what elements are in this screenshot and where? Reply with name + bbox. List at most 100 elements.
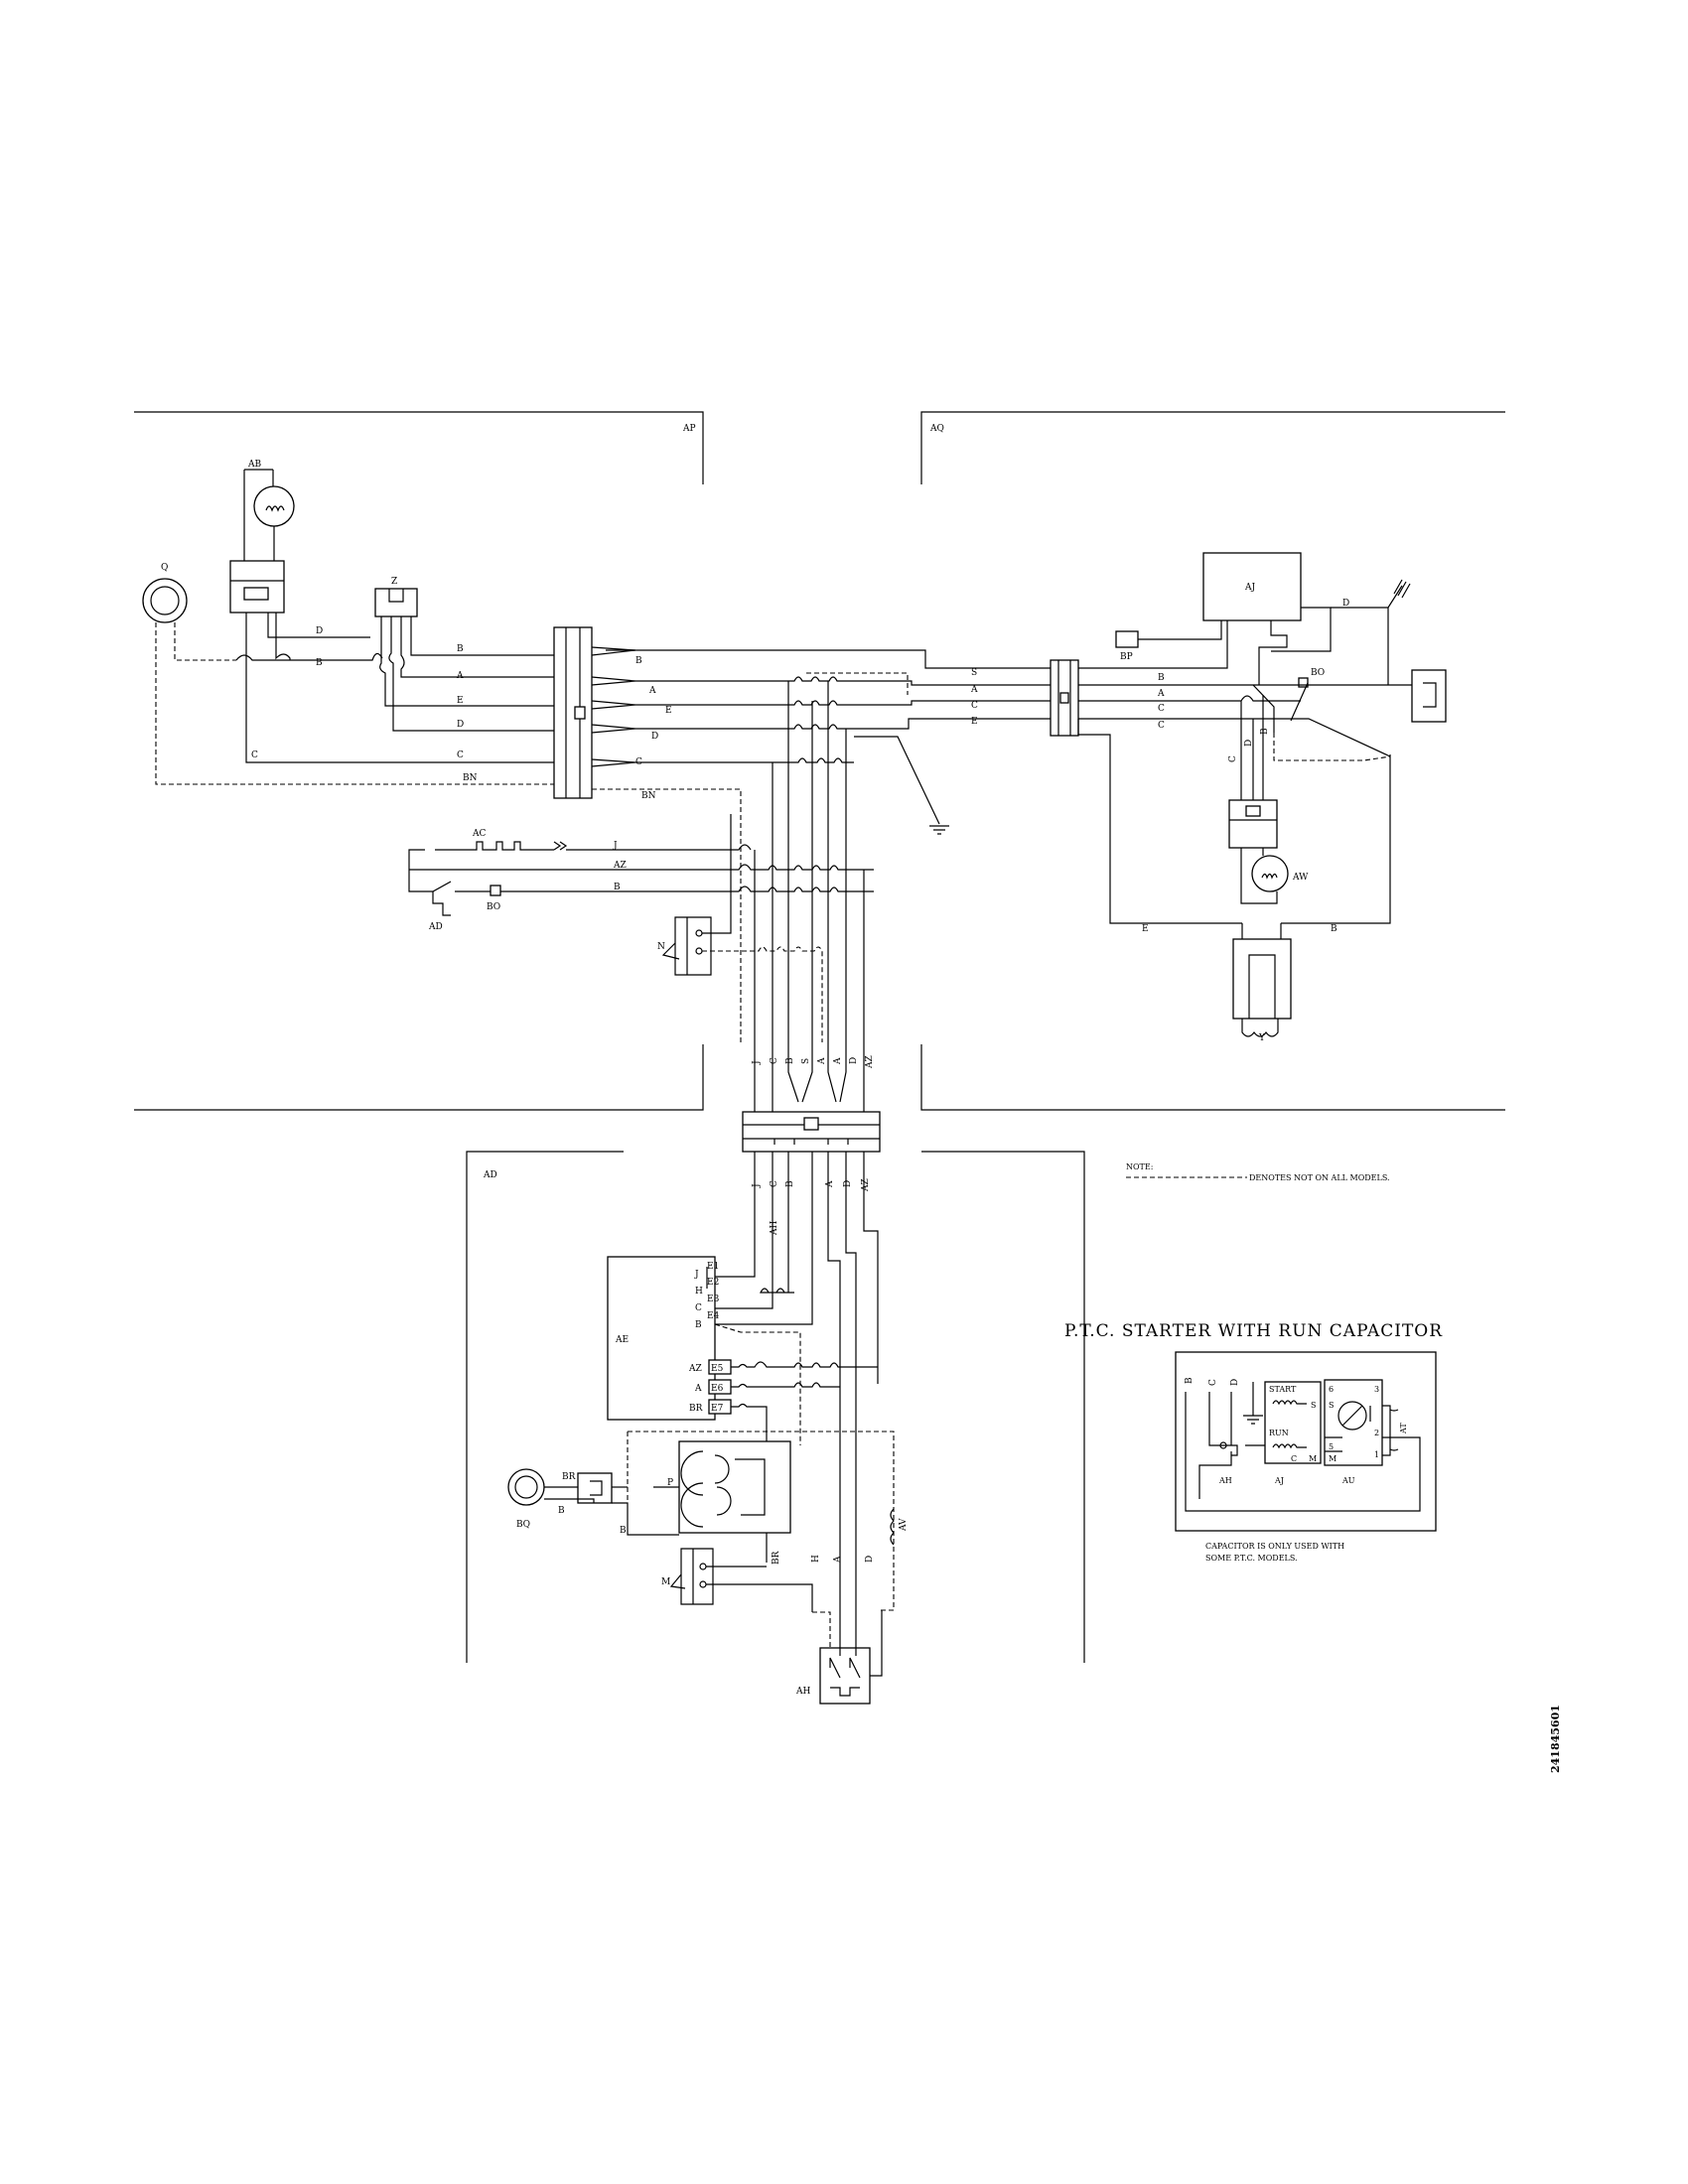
wire-label-e4: E <box>1142 924 1149 934</box>
ae-pin-c: C <box>695 1303 702 1313</box>
term-e6: E6 <box>711 1384 724 1394</box>
term-e7: E7 <box>711 1404 724 1414</box>
terminal-block-right <box>1050 659 1079 737</box>
label-ac: AC <box>472 829 486 839</box>
left-wiring <box>155 613 554 785</box>
wire-label-b9: B <box>785 1180 795 1187</box>
label-bo-right: BO <box>1311 668 1325 678</box>
wire-label-d3: D <box>651 732 658 742</box>
component-bo-right <box>1298 677 1309 688</box>
ptc-at-label: AT <box>1399 1423 1408 1434</box>
ptc-pin2: 2 <box>1374 1429 1379 1437</box>
label-n: N <box>657 942 665 952</box>
ae-pin-br: BR <box>689 1404 703 1414</box>
ptc-pin1: 1 <box>1374 1450 1379 1459</box>
wire-label-s2: S <box>801 1058 811 1064</box>
connector-z <box>374 588 418 617</box>
wire-label-d2: D <box>457 720 464 730</box>
note-label: NOTE: <box>1126 1162 1153 1171</box>
wire-label-c3: C <box>635 757 642 767</box>
wire-label-a4: A <box>1157 689 1165 699</box>
wire-label-br1: BR <box>772 1551 781 1565</box>
label-ah: AH <box>795 1687 810 1697</box>
heater-av <box>890 1508 895 1546</box>
label-z: Z <box>391 577 397 587</box>
wire-label-a6: A <box>833 1057 843 1065</box>
ptc-caption-1: CAPACITOR IS ONLY USED WITH <box>1205 1542 1344 1551</box>
ptc-pin6: 6 <box>1329 1385 1334 1394</box>
wire-label-d7: D <box>843 1180 853 1187</box>
wire-label-c1: C <box>251 751 258 760</box>
label-p: P <box>667 1478 673 1488</box>
label-br: BR <box>562 1472 576 1482</box>
wire-label-c5: C <box>1158 704 1165 714</box>
ptc-run-label: RUN <box>1269 1429 1289 1437</box>
wire-label-d4: D <box>1342 599 1349 609</box>
wire-label-j2: J <box>752 1060 762 1065</box>
lamp-ab <box>229 469 295 614</box>
wire-label-d5: D <box>1244 740 1254 747</box>
label-bo-left: BO <box>487 902 500 912</box>
heater-p <box>627 1431 895 1611</box>
wire-label-bn2: BN <box>641 791 656 801</box>
term-e2: E2 <box>707 1278 719 1288</box>
ptc-pin5: 5 <box>1329 1442 1334 1451</box>
motor-q <box>142 578 188 623</box>
wire-label-d6: D <box>849 1057 859 1064</box>
wire-label-a2: A <box>648 686 656 696</box>
wire-label-b8: B <box>785 1057 795 1064</box>
trunk-bottom <box>715 1152 879 1648</box>
zone-label-ap: AP <box>682 424 696 434</box>
wire-label-h1: H <box>811 1555 821 1563</box>
zone-label-aq: AQ <box>929 424 944 434</box>
ptc-c-label: C <box>1291 1454 1297 1463</box>
starter-ah <box>812 1610 883 1705</box>
label-ad-switch: AD <box>428 922 443 932</box>
wire-label-b6: B <box>1331 924 1337 934</box>
label-ab: AB <box>247 460 261 470</box>
document-number: 241845601 <box>1549 1705 1562 1773</box>
wire-label-e1: E <box>457 696 464 706</box>
switch-n <box>661 814 823 1042</box>
wire-label-az2: AZ <box>865 1055 875 1069</box>
wire-label-b3: B <box>635 656 642 666</box>
label-m: M <box>661 1577 670 1587</box>
label-ae: AE <box>615 1335 629 1345</box>
label-aj: AJ <box>1244 583 1255 593</box>
wire-label-e2: E <box>665 706 672 716</box>
wire-label-b11: B <box>620 1526 627 1536</box>
connector-right-end <box>1411 669 1447 723</box>
ae-pin-j: J <box>694 1270 699 1280</box>
component-bp <box>1115 630 1139 648</box>
label-bq: BQ <box>516 1520 530 1530</box>
ptc-au-label: AU <box>1341 1476 1355 1485</box>
wire-label-d1: D <box>316 626 323 636</box>
ae-pin-h: H <box>695 1287 703 1297</box>
terminal-block-middle <box>742 1111 881 1153</box>
harness-right <box>591 646 1051 1042</box>
label-y: Y <box>1258 1033 1266 1043</box>
ptc-aj-label: AJ <box>1274 1476 1284 1485</box>
wire-label-az1: AZ <box>613 861 627 871</box>
ae-pin-a: A <box>694 1384 702 1394</box>
wire-label-b7: B <box>614 883 621 892</box>
ptc-s2: S <box>1329 1401 1334 1410</box>
wire-label-s1: S <box>971 668 977 678</box>
ptc-wire-c: C <box>1208 1379 1218 1386</box>
label-av: AV <box>899 1518 909 1532</box>
term-e1: E1 <box>707 1262 719 1272</box>
term-e4: E4 <box>707 1311 720 1321</box>
wire-label-b4: B <box>1158 673 1165 683</box>
wire-label-c6: C <box>1158 721 1165 731</box>
wire-label-b2: B <box>457 644 464 654</box>
ae-pin-az: AZ <box>688 1364 702 1374</box>
wire-label-c8: C <box>770 1057 779 1064</box>
ptc-caption-2: SOME P.T.C. MODELS. <box>1205 1554 1298 1563</box>
ptc-s-label: S <box>1311 1401 1316 1410</box>
wire-label-ah1: AH <box>770 1221 779 1236</box>
wire-label-c9: C <box>770 1180 779 1187</box>
wire-label-b10: B <box>558 1506 565 1516</box>
wire-label-e3: E <box>971 717 978 727</box>
wire-label-b1: B <box>316 658 323 668</box>
wire-label-c2: C <box>457 751 464 760</box>
